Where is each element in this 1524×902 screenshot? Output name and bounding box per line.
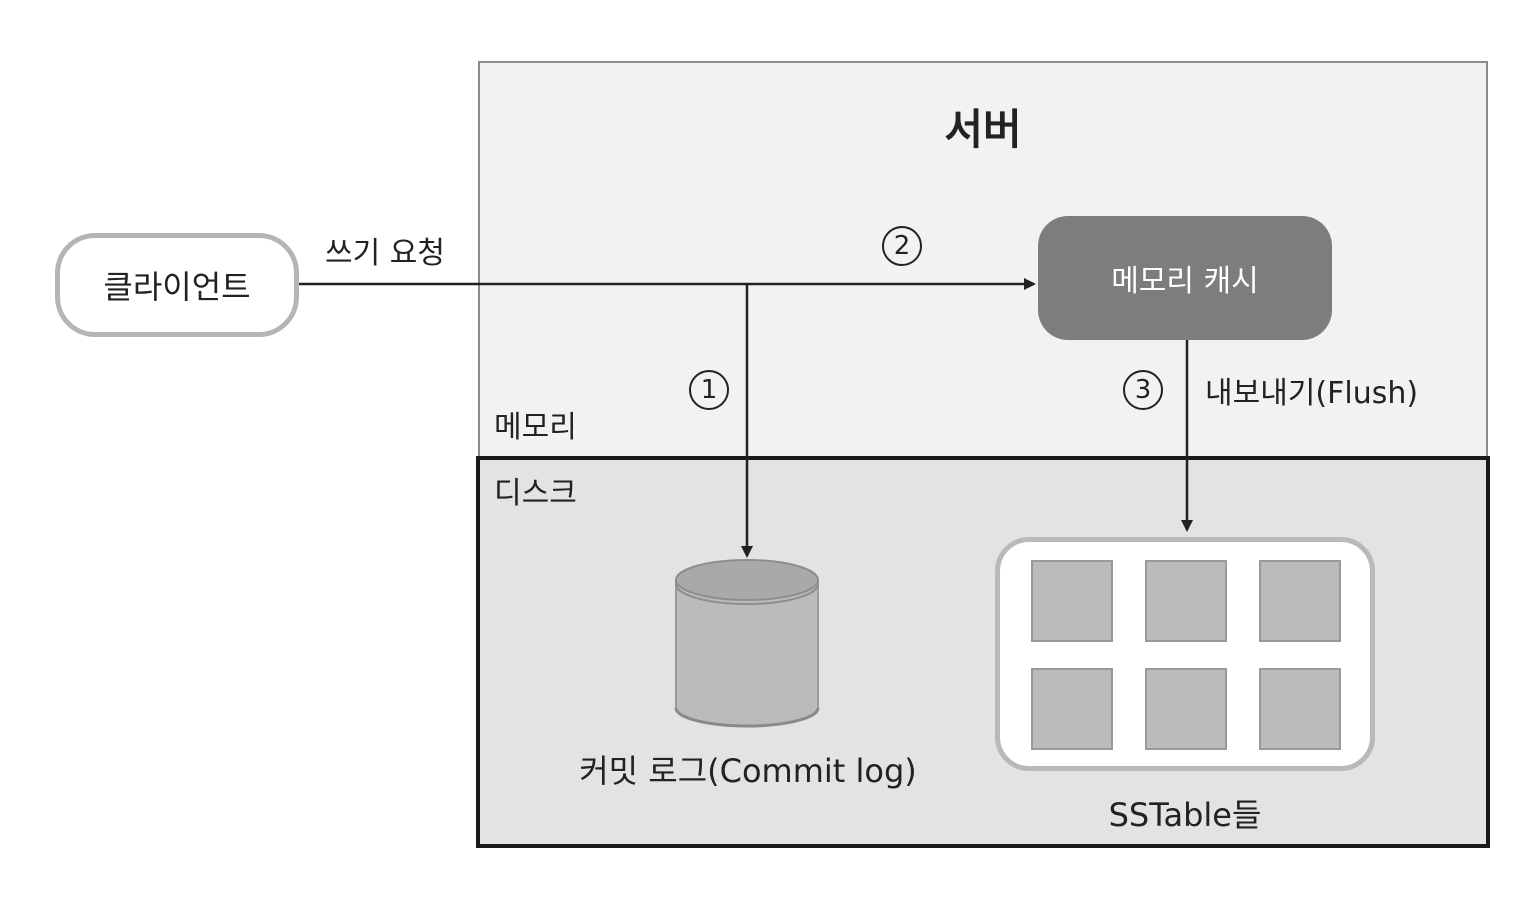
sstable-group xyxy=(995,537,1375,771)
step-2-marker: 2 xyxy=(882,226,922,266)
sstable-block xyxy=(1145,560,1227,642)
client-label: 클라이언트 xyxy=(103,268,251,306)
disk-label: 디스크 xyxy=(494,476,577,511)
step-1-marker: 1 xyxy=(689,370,729,410)
memory-cache-label: 메모리 캐시 xyxy=(1111,264,1259,299)
flush-label: 내보내기(Flush) xyxy=(1205,376,1419,411)
memory-label: 메모리 xyxy=(494,410,577,445)
sstable-block xyxy=(1145,668,1227,750)
commit-log-label: 커밋 로그(Commit log) xyxy=(579,752,917,790)
step-3-marker: 3 xyxy=(1123,370,1163,410)
sstable-block xyxy=(1031,668,1113,750)
sstable-label: SSTable들 xyxy=(1108,796,1262,834)
server-title: 서버 xyxy=(944,105,1022,154)
step-1-number: 1 xyxy=(700,375,718,405)
step-2-number: 2 xyxy=(893,231,911,261)
write-request-label: 쓰기 요청 xyxy=(325,236,445,271)
memory-cache-node: 메모리 캐시 xyxy=(1038,216,1332,340)
sstable-block xyxy=(1259,560,1341,642)
step-3-number: 3 xyxy=(1134,375,1152,405)
sstable-block xyxy=(1031,560,1113,642)
client-node: 클라이언트 xyxy=(55,233,299,337)
sstable-block xyxy=(1259,668,1341,750)
